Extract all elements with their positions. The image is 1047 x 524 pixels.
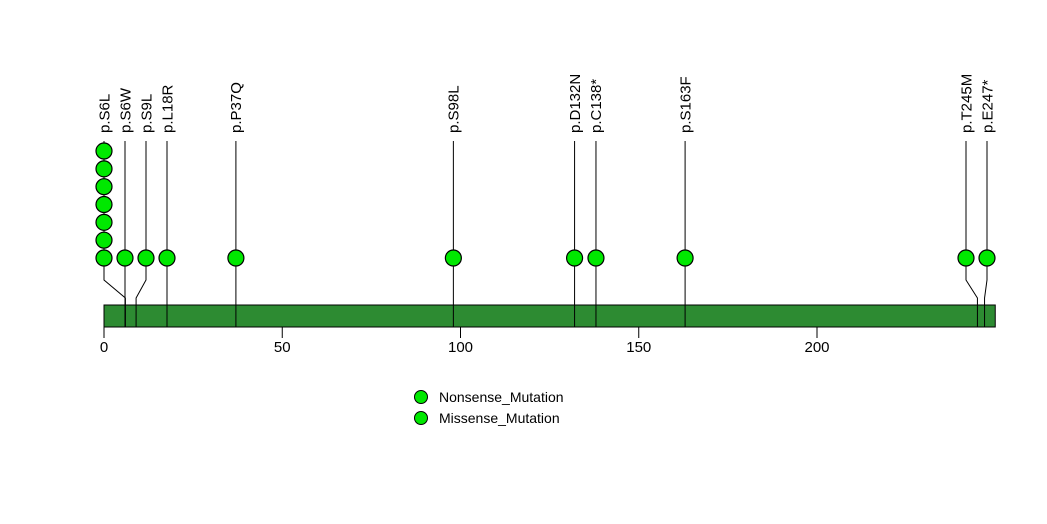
mutation-point xyxy=(676,249,694,267)
mutation-point xyxy=(137,249,155,267)
mutation-point xyxy=(565,249,584,267)
mutation-stem xyxy=(984,141,988,327)
mutation-stem xyxy=(965,141,978,327)
mutation-point xyxy=(587,249,605,267)
mutation-point xyxy=(158,249,176,267)
mutation-point xyxy=(95,195,113,214)
axis-tick-label: 150 xyxy=(626,339,651,356)
axis-tick-label: 200 xyxy=(804,339,829,356)
mutation-point xyxy=(957,249,975,267)
axis-tick-label: 50 xyxy=(274,339,291,356)
legend-item-missense: Missense_Mutation xyxy=(414,407,564,428)
mutation-point xyxy=(227,249,245,267)
mutation-label: p.P37Q xyxy=(228,82,245,133)
mutation-label: p.S9L xyxy=(138,94,155,133)
mutation-point xyxy=(444,249,462,267)
legend-item-nonsense: Nonsense_Mutation xyxy=(414,386,564,407)
legend-label-nonsense: Nonsense_Mutation xyxy=(439,388,564,405)
mutation-point xyxy=(95,142,113,160)
axis-tick-label: 0 xyxy=(100,339,108,356)
mutation-point xyxy=(978,249,996,267)
mutation-label: p.E247* xyxy=(979,79,996,133)
axis-tick-label: 100 xyxy=(448,339,473,356)
mutation-point xyxy=(95,178,113,196)
mutation-label: p.S98L xyxy=(446,85,463,133)
missense-mutation-dot-icon xyxy=(414,410,428,425)
mutation-label: p.L18R xyxy=(159,84,176,133)
protein-bar xyxy=(103,304,996,328)
mutation-label: p.T245M xyxy=(958,74,975,133)
mutation-point xyxy=(95,249,113,267)
mutation-point xyxy=(95,213,113,231)
mutation-label: p.S163F xyxy=(677,76,694,133)
mutation-label: p.C138* xyxy=(588,79,605,133)
mutation-label: p.D132N xyxy=(567,74,584,133)
legend: Nonsense_Mutation Missense_Mutation xyxy=(414,386,564,428)
nonsense-mutation-dot-icon xyxy=(414,389,428,404)
mutation-point xyxy=(95,231,113,249)
legend-label-missense: Missense_Mutation xyxy=(439,409,560,426)
mutation-point xyxy=(95,160,113,178)
mutation-label: p.S6W xyxy=(117,87,134,133)
mutation-point xyxy=(116,249,134,267)
mutation-label: p.S6L xyxy=(96,94,113,133)
mutation-stem xyxy=(135,141,147,327)
